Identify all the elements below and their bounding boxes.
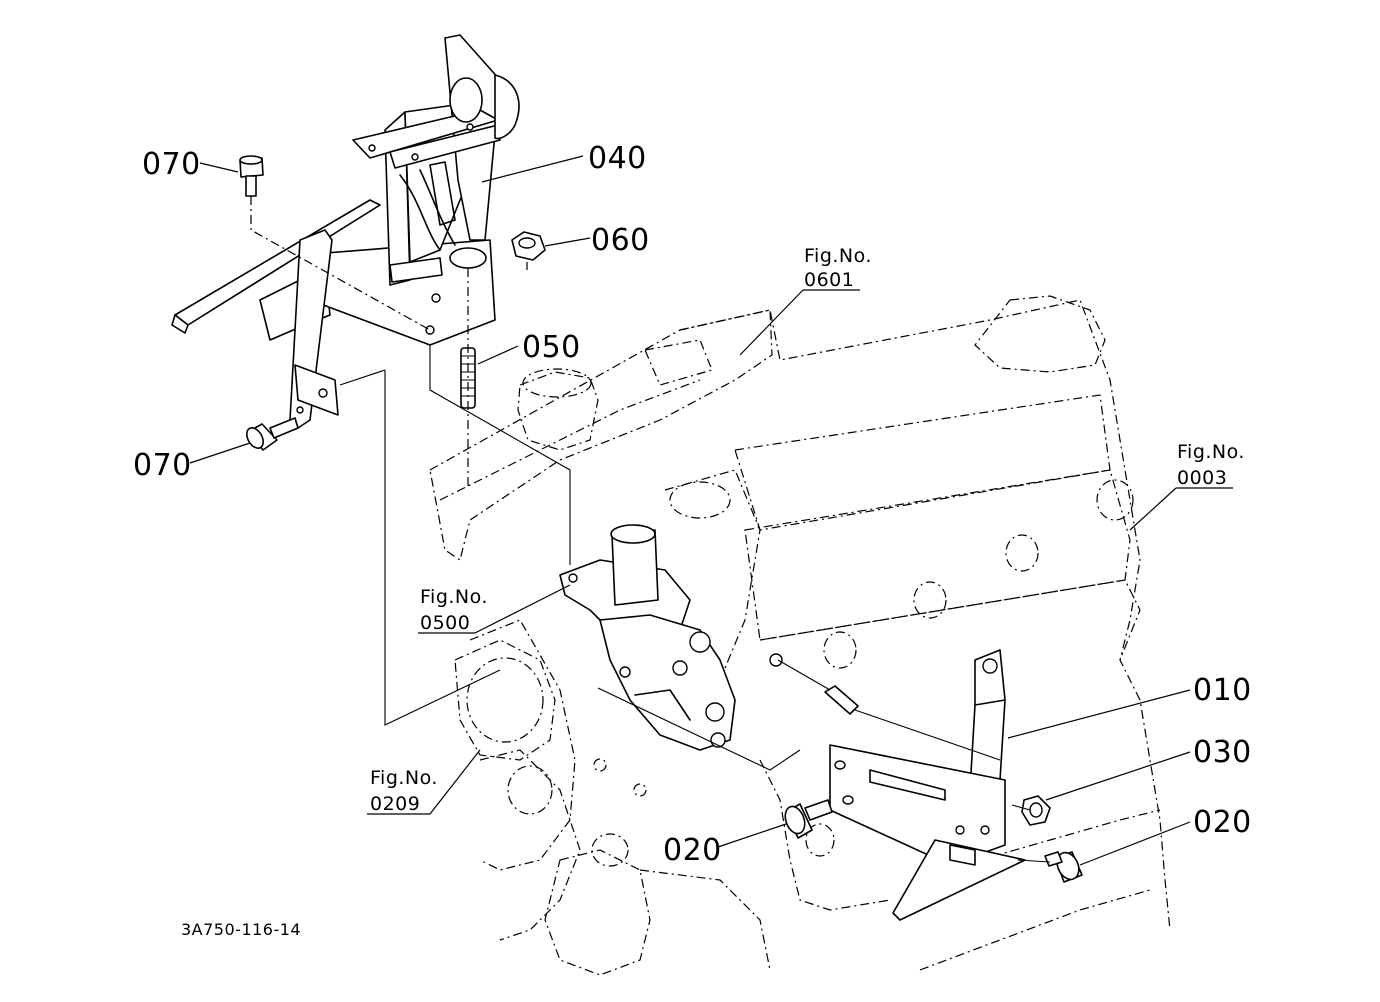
bracket-010 xyxy=(829,649,1026,921)
bolt-020-left xyxy=(784,799,833,839)
fig-ref-0601-label: Fig.No. xyxy=(804,245,872,267)
link-arm xyxy=(289,229,339,429)
bracket-040 xyxy=(171,34,520,346)
callout-070-top: 070 xyxy=(142,147,201,182)
callout-060: 060 xyxy=(591,223,650,258)
assembly-lines xyxy=(250,196,1051,863)
fig-ref-0209-number: 0209 xyxy=(370,793,420,815)
callout-010: 010 xyxy=(1193,673,1252,708)
leader-lines xyxy=(189,155,1233,866)
bolt-070-bottom xyxy=(246,417,299,451)
callout-070-bottom: 070 xyxy=(133,448,192,483)
callout-030: 030 xyxy=(1193,735,1252,770)
bolt-070-top xyxy=(239,155,264,197)
manifold-phantom xyxy=(429,309,773,561)
water-pump-phantom xyxy=(454,639,556,761)
fig-ref-0003-label: Fig.No. xyxy=(1177,441,1245,463)
callout-040: 040 xyxy=(588,141,647,176)
stud-small xyxy=(769,653,859,715)
fig-ref-0500-label: Fig.No. xyxy=(420,586,488,608)
fig-ref-0209-label: Fig.No. xyxy=(370,767,438,789)
callout-020-left: 020 xyxy=(663,833,722,868)
nut-030 xyxy=(1021,795,1051,826)
callout-050: 050 xyxy=(522,330,581,365)
thermostat-housing xyxy=(559,524,736,751)
fig-ref-0003-number: 0003 xyxy=(1177,467,1227,489)
nut-060 xyxy=(511,231,546,261)
engine-block-phantom xyxy=(469,295,1171,976)
callout-020-right: 020 xyxy=(1193,805,1252,840)
fig-ref-0500-number: 0500 xyxy=(420,612,470,634)
fig-ref-0601-number: 0601 xyxy=(804,269,854,291)
bolt-020-right xyxy=(1044,851,1083,883)
drawing-code: 3A750-116-14 xyxy=(181,920,301,939)
